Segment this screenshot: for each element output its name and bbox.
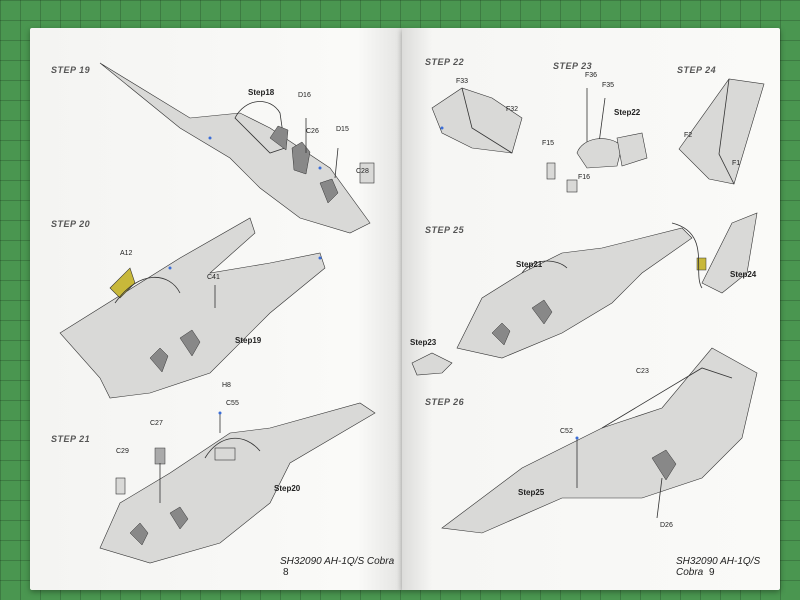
footer-product-code: SH32090 AH-1Q/S Cobra [280,556,395,567]
step-20-label: STEP 20 [48,218,98,230]
step24-reference: Step24 [730,270,757,279]
part-d26: D26 [660,522,673,529]
step-22-drawing [431,87,523,154]
part-c41: C41 [207,274,220,281]
right-page: STEP 22 STEP 23 STEP 24 STEP 25 STEP 26 … [402,28,780,590]
part-h8: H8 [222,382,231,389]
step-20-drawing [59,217,326,399]
instruction-booklet: STEP 19 STEP 20 STEP 21 Step18 D16 C26 D… [24,20,784,592]
part-f15: F15 [542,140,555,147]
step21-reference: Step21 [516,260,543,269]
step-26-drawing [441,347,758,534]
left-page: STEP 19 STEP 20 STEP 21 Step18 D16 C26 D… [30,28,402,590]
part-f33: F33 [456,78,469,85]
part-d15: D15 [336,126,349,133]
step-19-drawing [99,62,375,234]
part-c55: C55 [226,400,239,407]
step-26-label: STEP 26 [422,396,472,408]
part-f32: F32 [506,106,519,113]
part-f16: F16 [578,174,591,181]
step-25-drawing [411,212,758,376]
page-number: 8 [283,567,289,578]
right-page-footer: SH32090 AH-1Q/S Cobra 9 [676,556,780,578]
part-c52: C52 [560,428,573,435]
part-f35: F35 [602,82,615,89]
step-23-label: STEP 23 [550,60,600,72]
step25-reference: Step25 [518,488,545,497]
step-24-drawing [678,78,765,185]
step-25-label: STEP 25 [422,224,472,236]
footer-product-code: SH32090 AH-1Q/S Cobra [676,556,761,578]
part-c28: C28 [356,168,369,175]
part-f2: F2 [684,132,693,139]
part-c23: C23 [636,368,649,375]
part-c27: C27 [150,420,163,427]
step19-reference: Step19 [235,336,262,345]
part-c26: C26 [306,128,319,135]
step23-reference: Step23 [410,338,437,347]
part-c29: C29 [116,448,129,455]
step-21-label: STEP 21 [48,433,98,445]
step-22-label: STEP 22 [422,56,472,68]
step18-reference: Step18 [248,88,275,97]
part-f1: F1 [732,160,741,167]
part-a12: A12 [120,250,133,257]
part-d16: D16 [298,92,311,99]
step-24-label: STEP 24 [674,64,724,76]
left-page-footer: SH32090 AH-1Q/S Cobra 8 [280,556,402,578]
page-number: 9 [709,567,715,578]
step-23-drawing [546,88,648,193]
step20-reference: Step20 [274,484,301,493]
step-21-drawing [99,402,376,564]
part-f36: F36 [585,72,598,79]
step-19-label: STEP 19 [48,64,98,76]
step22-reference: Step22 [614,108,641,117]
